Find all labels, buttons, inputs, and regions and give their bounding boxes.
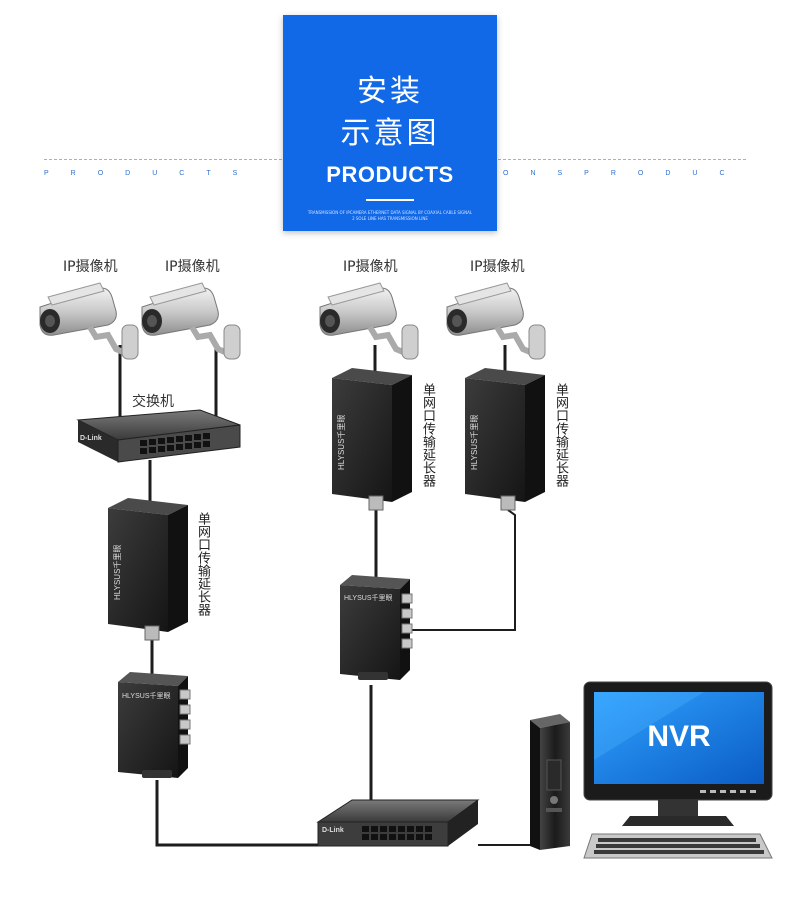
- svg-text:HLYSUS千里眼: HLYSUS千里眼: [469, 415, 479, 470]
- switch-top: D-Link: [78, 410, 240, 462]
- switch-bottom: D-Link: [318, 800, 478, 846]
- camera3-label: IP摄像机: [343, 256, 398, 276]
- extender-1: HLYSUS千里眼: [108, 498, 188, 640]
- svg-text:HLYSUS千里眼: HLYSUS千里眼: [122, 691, 171, 700]
- pc-tower: [530, 714, 570, 850]
- extender1-label: 单网口传输延长器: [193, 512, 212, 616]
- ip-camera-3: [320, 283, 418, 359]
- cable-extender3-receiver2: [412, 510, 515, 630]
- extender-2: HLYSUS千里眼: [332, 368, 412, 510]
- extender2-label: 单网口传输延长器: [418, 383, 437, 487]
- ip-camera-1: [40, 283, 138, 359]
- keyboard: [584, 834, 772, 858]
- svg-text:D-Link: D-Link: [80, 435, 102, 442]
- svg-text:HLYSUS千里眼: HLYSUS千里眼: [112, 545, 122, 600]
- receiver-2: HLYSUS千里眼: [340, 575, 412, 680]
- svg-text:D-Link: D-Link: [322, 827, 344, 834]
- svg-text:HLYSUS千里眼: HLYSUS千里眼: [336, 415, 346, 470]
- camera2-label: IP摄像机: [165, 256, 220, 276]
- ip-camera-2: [142, 283, 240, 359]
- receiver-1: HLYSUS千里眼: [118, 672, 190, 778]
- svg-text:HLYSUS千里眼: HLYSUS千里眼: [344, 593, 393, 602]
- nvr-label: NVR: [594, 720, 764, 754]
- camera4-label: IP摄像机: [470, 256, 525, 276]
- monitor: [584, 682, 772, 826]
- extender-3: HLYSUS千里眼: [465, 368, 545, 510]
- ip-camera-4: [447, 283, 545, 359]
- switch-top-label: 交换机: [132, 391, 174, 411]
- camera1-label: IP摄像机: [63, 256, 118, 276]
- cable-receiver1-switch: [157, 780, 322, 845]
- extender3-label: 单网口传输延长器: [551, 383, 570, 487]
